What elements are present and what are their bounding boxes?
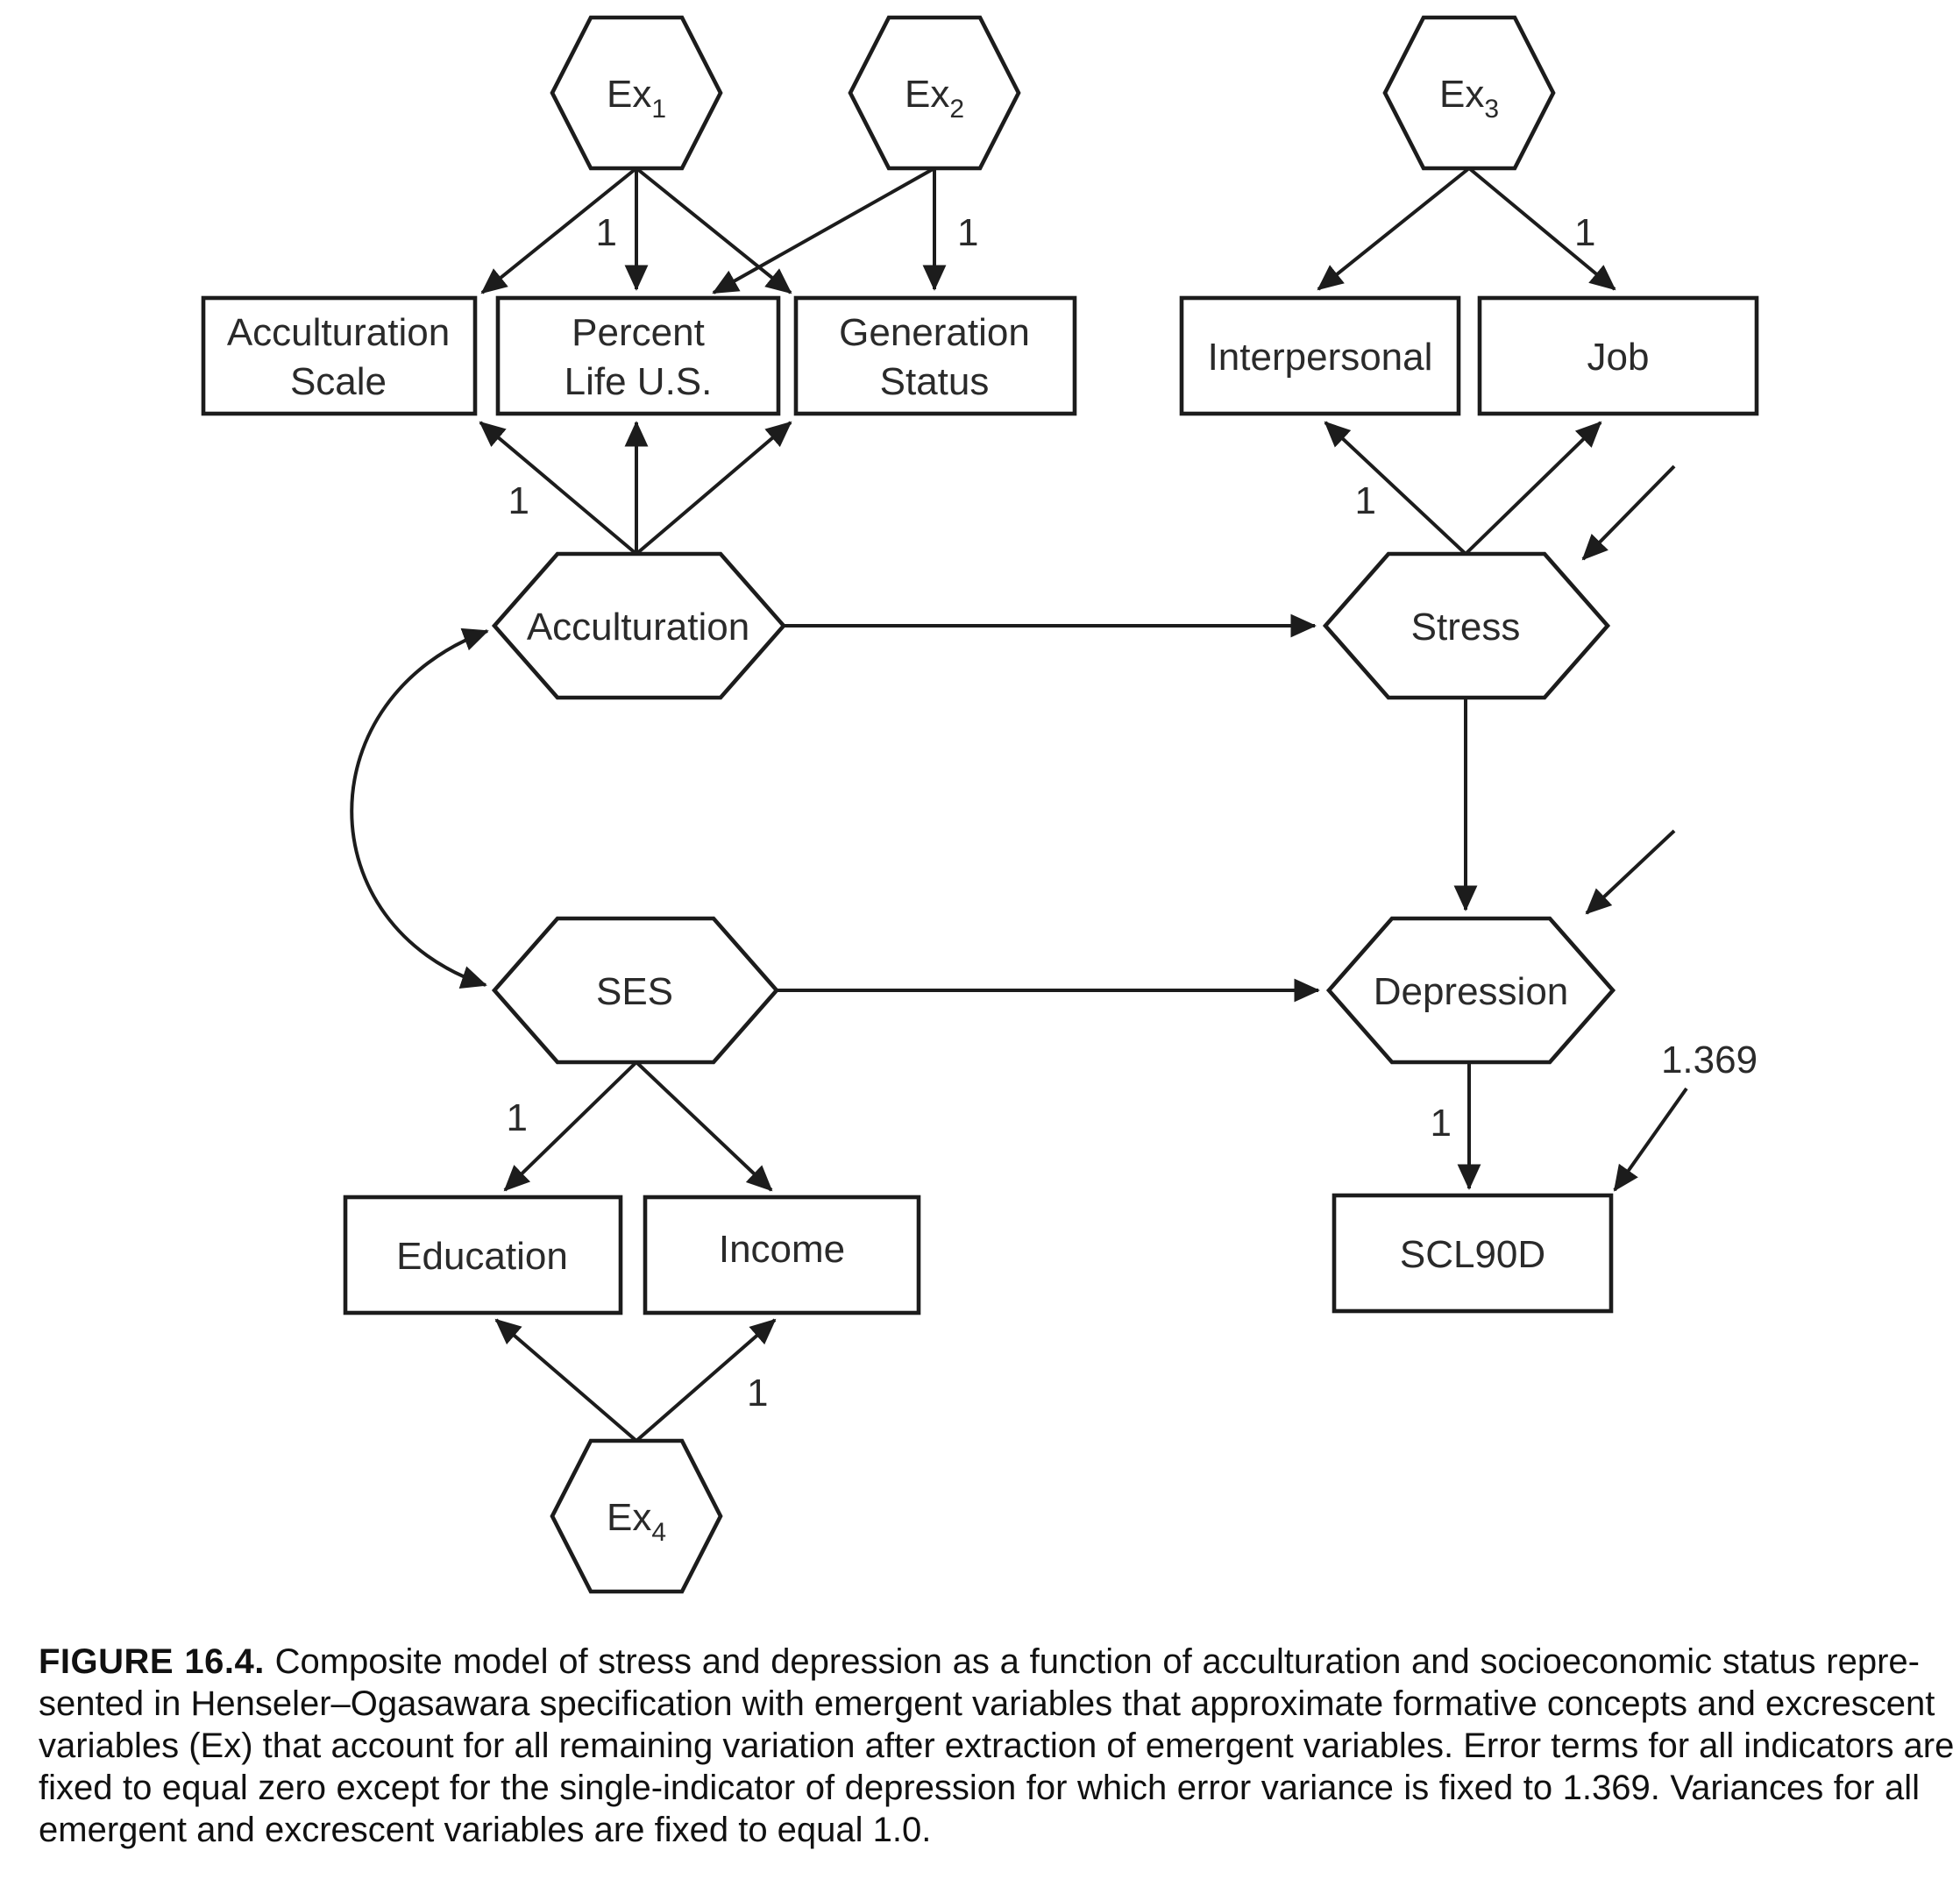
- job-label: Job: [1587, 336, 1650, 379]
- caption-line-1-text: Composite model of stress and depression…: [274, 1642, 1920, 1681]
- edge-scl90d-error: [1613, 1087, 1688, 1192]
- interpersonal-box: [1179, 295, 1461, 416]
- ex1-hexagon: [550, 15, 723, 171]
- ses-label: SES: [596, 970, 673, 1013]
- label-ex3-job: 1: [1574, 211, 1595, 254]
- percent-life-us-line2: Life U.S.: [565, 360, 713, 403]
- caption-line-1: FIGURE 16.4. Composite model of stress a…: [39, 1641, 1920, 1683]
- percent-life-us-line1: Percent: [572, 311, 705, 354]
- edge-acculturation-generation-loading: [635, 421, 792, 556]
- node-job: Job: [1477, 295, 1759, 416]
- node-interpersonal: Interpersonal: [1179, 295, 1461, 416]
- label-ex1-percent: 1: [596, 211, 617, 254]
- scl90d-box: [1332, 1193, 1614, 1314]
- job-box: [1477, 295, 1759, 416]
- depression-hexagon: [1325, 916, 1616, 1065]
- node-stress: Stress: [1322, 551, 1611, 700]
- caption-line-4: fixed to equal zero except for the singl…: [39, 1769, 1920, 1807]
- label-scl90d-error-variance: 1.369: [1661, 1039, 1758, 1081]
- node-ex4: Ex4: [550, 1438, 723, 1594]
- caption-line-5: emergent and excrescent variables are fi…: [39, 1811, 932, 1849]
- edge-stress-job-loading: [1464, 421, 1602, 556]
- node-education: Education: [343, 1195, 623, 1315]
- node-ex3: Ex3: [1382, 15, 1556, 171]
- generation-status-box: [793, 295, 1077, 416]
- edge-ex3-interpersonal: [1317, 167, 1471, 291]
- label-acculturation-scale-loading: 1: [508, 479, 529, 522]
- node-percent-life-us: Percent Life U.S.: [495, 295, 781, 416]
- caption-figure-label: FIGURE 16.4.: [39, 1642, 265, 1681]
- scl90d-label: SCL90D: [1400, 1233, 1545, 1276]
- income-label: Income: [719, 1228, 845, 1271]
- node-depression: Depression: [1325, 916, 1616, 1065]
- edge-ex1-generation-status: [635, 167, 792, 294]
- acculturation-scale-line1: Acculturation: [227, 311, 450, 354]
- depression-label: Depression: [1374, 970, 1569, 1013]
- education-label: Education: [396, 1235, 568, 1278]
- edges: [350, 167, 1688, 1443]
- acculturation-scale-line2: Scale: [290, 360, 387, 403]
- edge-depression-disturbance: [1585, 829, 1676, 915]
- caption-line-2: sented in Henseler–Ogasawara specificati…: [39, 1684, 1935, 1723]
- edge-ex4-education: [494, 1318, 638, 1443]
- ex3-hexagon: [1382, 15, 1556, 171]
- edge-stress-disturbance: [1581, 464, 1676, 561]
- label-ses-education-loading: 1: [507, 1096, 528, 1139]
- node-ex1: Ex1: [550, 15, 723, 171]
- stress-hexagon: [1322, 551, 1611, 700]
- ex1-label: Ex1: [607, 73, 666, 124]
- acculturation-scale-box: [201, 295, 478, 416]
- node-acculturation-scale: Acculturation Scale: [201, 295, 478, 416]
- income-box: [643, 1195, 921, 1315]
- node-ses: SES: [491, 916, 780, 1065]
- edge-ses-education-loading: [503, 1060, 638, 1192]
- caption-line-3: variables (Ex) that account for all rema…: [39, 1727, 1955, 1765]
- edge-ex4-income: [635, 1318, 777, 1443]
- generation-status-line2: Status: [880, 360, 990, 403]
- node-acculturation: Acculturation: [491, 551, 787, 700]
- edge-labels: 1 1 1 1 1 1 1 1 1.369: [507, 211, 1758, 1415]
- ex2-label: Ex2: [905, 73, 964, 124]
- edge-ex2-percent-life-us: [712, 167, 935, 294]
- figure-caption: FIGURE 16.4. Composite model of stress a…: [39, 1641, 1955, 1851]
- acculturation-hexagon: [491, 551, 787, 700]
- label-depression-scl90d-loading: 1: [1431, 1102, 1452, 1145]
- node-generation-status: Generation Status: [793, 295, 1077, 416]
- acculturation-label: Acculturation: [527, 606, 749, 649]
- edge-acculturation-scale-loading: [479, 421, 638, 556]
- percent-life-us-box: [495, 295, 781, 416]
- edge-ex1-acculturation-scale: [480, 167, 638, 294]
- label-stress-interpersonal-loading: 1: [1355, 479, 1376, 522]
- node-income: Income: [643, 1195, 921, 1315]
- ex2-hexagon: [848, 15, 1021, 171]
- edge-ses-income-loading: [635, 1060, 773, 1192]
- interpersonal-label: Interpersonal: [1208, 336, 1433, 379]
- label-ex2-generation: 1: [957, 211, 978, 254]
- education-box: [343, 1195, 623, 1315]
- node-scl90d: SCL90D: [1332, 1193, 1614, 1314]
- label-ex4-income: 1: [747, 1372, 768, 1415]
- ses-hexagon: [491, 916, 780, 1065]
- stress-label: Stress: [1411, 606, 1521, 649]
- generation-status-line1: Generation: [839, 311, 1030, 354]
- ex3-label: Ex3: [1439, 73, 1499, 124]
- edge-ex3-job: [1467, 167, 1616, 291]
- edge-acculturation-ses-covariance: [350, 628, 489, 989]
- edge-stress-interpersonal-loading: [1324, 421, 1467, 556]
- node-ex2: Ex2: [848, 15, 1021, 171]
- ex4-label: Ex4: [607, 1496, 666, 1547]
- ex4-hexagon: [550, 1438, 723, 1594]
